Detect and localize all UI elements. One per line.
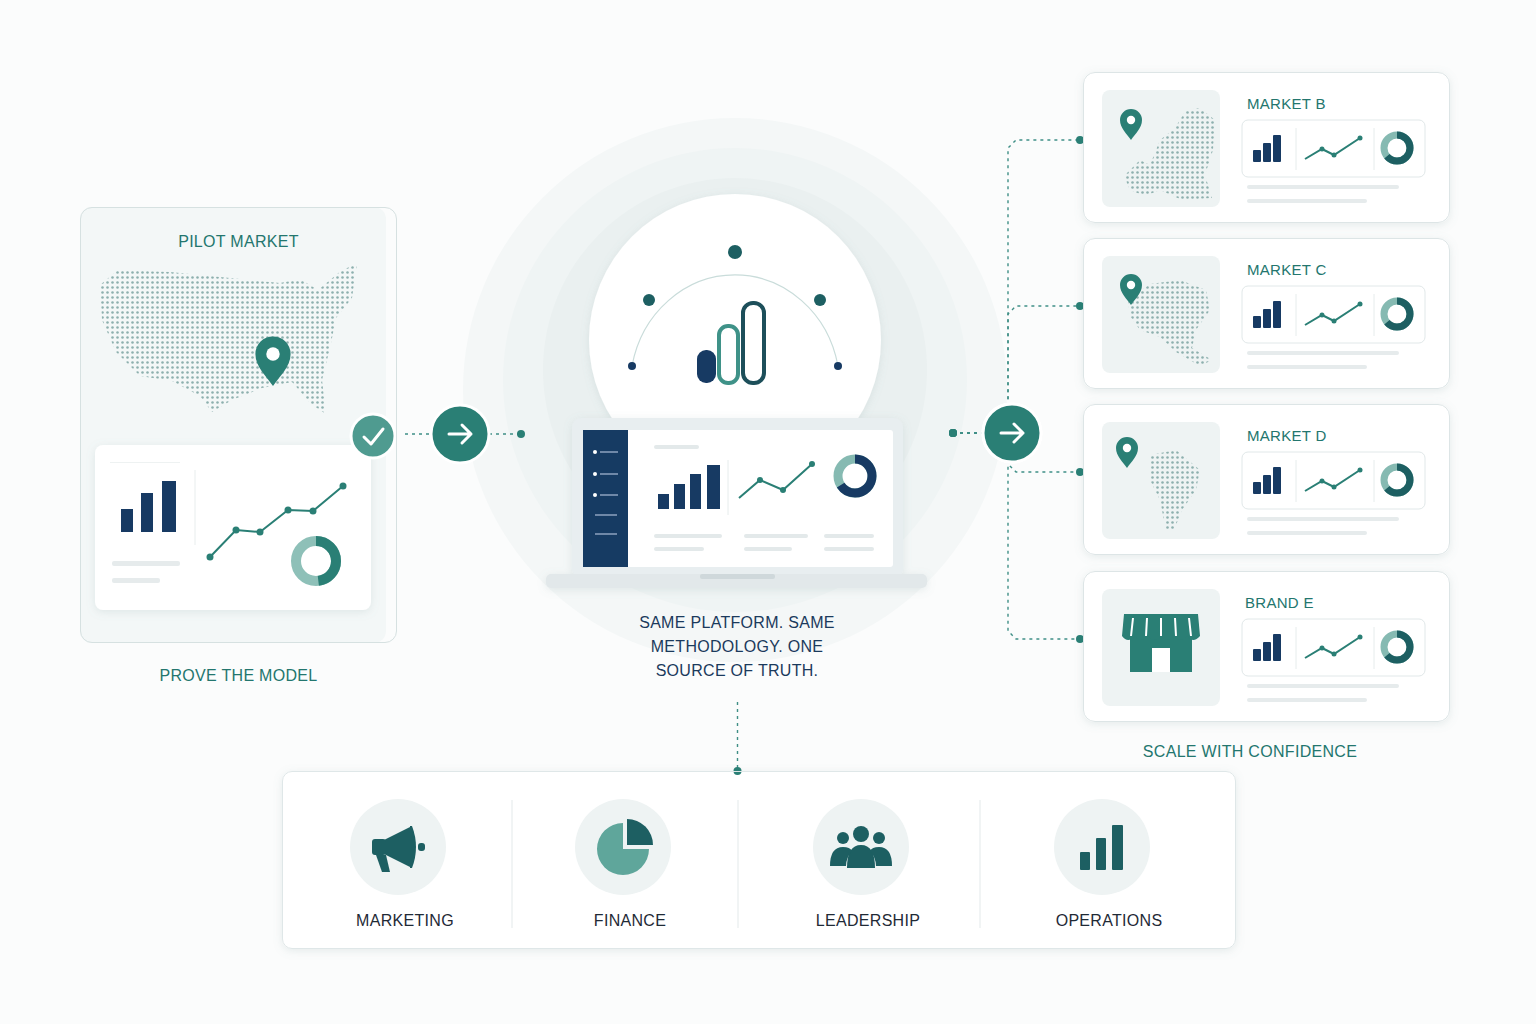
arrow-glyph	[1001, 424, 1023, 442]
store-icon	[1122, 614, 1200, 672]
pilot-dashboard	[95, 445, 371, 610]
arrow-badge	[431, 405, 489, 463]
brand-box: BRAND E	[1083, 571, 1450, 722]
arrow-badge	[983, 404, 1041, 462]
arrow-badge-circle	[431, 405, 489, 463]
asia-map	[1128, 280, 1212, 366]
location-pin	[1120, 274, 1142, 305]
arrow-badge-circle	[983, 404, 1041, 462]
team-label: FINANCE	[524, 911, 736, 931]
panel-caption: PROVE THE MODEL	[81, 666, 396, 686]
pie-icon	[597, 819, 653, 875]
laptop-screen	[593, 445, 874, 551]
people-icon	[830, 826, 892, 868]
dashed-connector	[737, 702, 738, 771]
market-heading: MARKET C	[1247, 261, 1327, 280]
panel-fill	[282, 771, 1236, 949]
arrow-badge	[983, 404, 1041, 462]
mini-dashboard	[1242, 619, 1425, 702]
location-pin	[255, 336, 290, 386]
megaphone-icon	[372, 826, 425, 872]
mini-dashboard	[1242, 452, 1425, 535]
market-heading: BRAND E	[1245, 594, 1314, 613]
connector-dot	[949, 429, 957, 437]
dashed-connector	[953, 433, 1080, 639]
team-cell: OPERATIONS	[1003, 772, 1215, 950]
arrow-badge	[983, 404, 1041, 462]
arrow-badge-circle	[983, 404, 1041, 462]
panel-heading: PILOT MARKET	[81, 232, 396, 252]
hub-statement: SAME PLATFORM. SAME METHODOLOGY. ONE SOU…	[627, 611, 847, 683]
orbit	[628, 245, 842, 370]
market-heading: MARKET B	[1247, 95, 1326, 114]
team-cell: MARKETING	[299, 772, 511, 950]
dividers	[512, 800, 980, 928]
connector-dot	[949, 429, 957, 437]
bars-icon	[1080, 825, 1123, 870]
icon-circles	[350, 799, 1150, 895]
south-america-map	[1150, 450, 1200, 531]
dashed-connector	[953, 140, 1080, 433]
bar-logo	[697, 303, 764, 383]
arrow-badge	[983, 404, 1041, 462]
check-badge	[351, 414, 395, 458]
team-cell: LEADERSHIP	[762, 772, 974, 950]
market-fills	[1083, 72, 1450, 722]
connector-dot	[517, 430, 525, 438]
market-box: MARKET C	[1083, 238, 1450, 389]
market-box: MARKET D	[1083, 404, 1450, 555]
team-cell: FINANCE	[524, 772, 736, 950]
team-label: OPERATIONS	[1003, 911, 1215, 931]
arrow-glyph	[449, 425, 471, 443]
laptop	[546, 418, 927, 588]
location-pin	[1120, 109, 1142, 140]
us-map	[100, 264, 357, 414]
market-panel: PILOT MARKETPROVE THE MODEL	[80, 207, 397, 643]
panel-fill	[80, 207, 386, 643]
group-caption: SCALE WITH CONFIDENCE	[1143, 743, 1357, 761]
platform-hub: SAME PLATFORM. SAME METHODOLOGY. ONE SOU…	[545, 205, 930, 690]
mini-dashboard	[1242, 286, 1425, 369]
location-pin	[1116, 437, 1138, 468]
arrow-badge-circle	[983, 404, 1041, 462]
team-label: LEADERSHIP	[762, 911, 974, 931]
market-box: MARKET B	[1083, 72, 1450, 223]
mini-dashboard	[1242, 120, 1425, 203]
market-heading: MARKET D	[1247, 427, 1327, 446]
team-label: MARKETING	[299, 911, 511, 931]
arrow-badge-circle	[983, 404, 1041, 462]
connector-dot	[949, 429, 957, 437]
halo-rings	[463, 118, 1007, 662]
connector-dot	[949, 429, 957, 437]
teams-panel: MARKETING FINANCE LEADERSHIP OPERATIONS	[282, 771, 1236, 949]
